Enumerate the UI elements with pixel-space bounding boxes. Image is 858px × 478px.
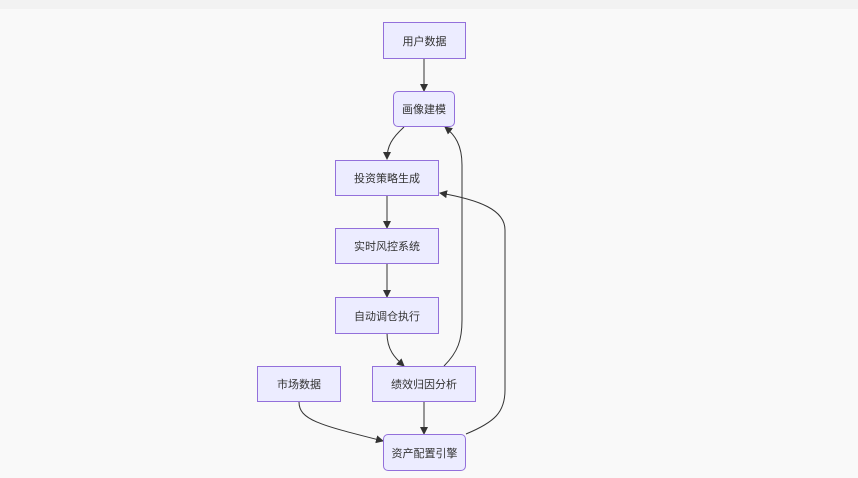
node-attribution[interactable]: 绩效归因分析 xyxy=(372,366,476,402)
node-label: 投资策略生成 xyxy=(354,172,420,185)
edge-market-data-to-allocation xyxy=(298,401,384,444)
node-label: 画像建模 xyxy=(402,103,446,116)
top-bar xyxy=(0,0,858,9)
edge-profiling-to-strategy xyxy=(383,126,405,160)
node-strategy[interactable]: 投资策略生成 xyxy=(335,160,439,196)
edge-rebalance-to-attribution xyxy=(386,332,405,367)
node-label: 绩效归因分析 xyxy=(391,378,457,391)
node-market-data[interactable]: 市场数据 xyxy=(257,366,341,402)
edge-allocation-to-strategy xyxy=(439,190,506,435)
node-allocation-engine[interactable]: 资产配置引擎 xyxy=(383,434,466,471)
node-risk-control[interactable]: 实时风控系统 xyxy=(335,228,439,264)
node-label: 用户数据 xyxy=(402,34,447,48)
node-label: 自动调仓执行 xyxy=(354,309,420,323)
edge-attribution-to-profiling xyxy=(443,126,463,367)
node-user-data[interactable]: 用户数据 xyxy=(383,22,466,59)
node-rebalance[interactable]: 自动调仓执行 xyxy=(335,297,439,334)
node-label: 市场数据 xyxy=(277,378,321,391)
node-profiling[interactable]: 画像建模 xyxy=(393,91,455,127)
node-label: 资产配置引擎 xyxy=(391,446,458,460)
node-label: 实时风控系统 xyxy=(354,240,420,253)
